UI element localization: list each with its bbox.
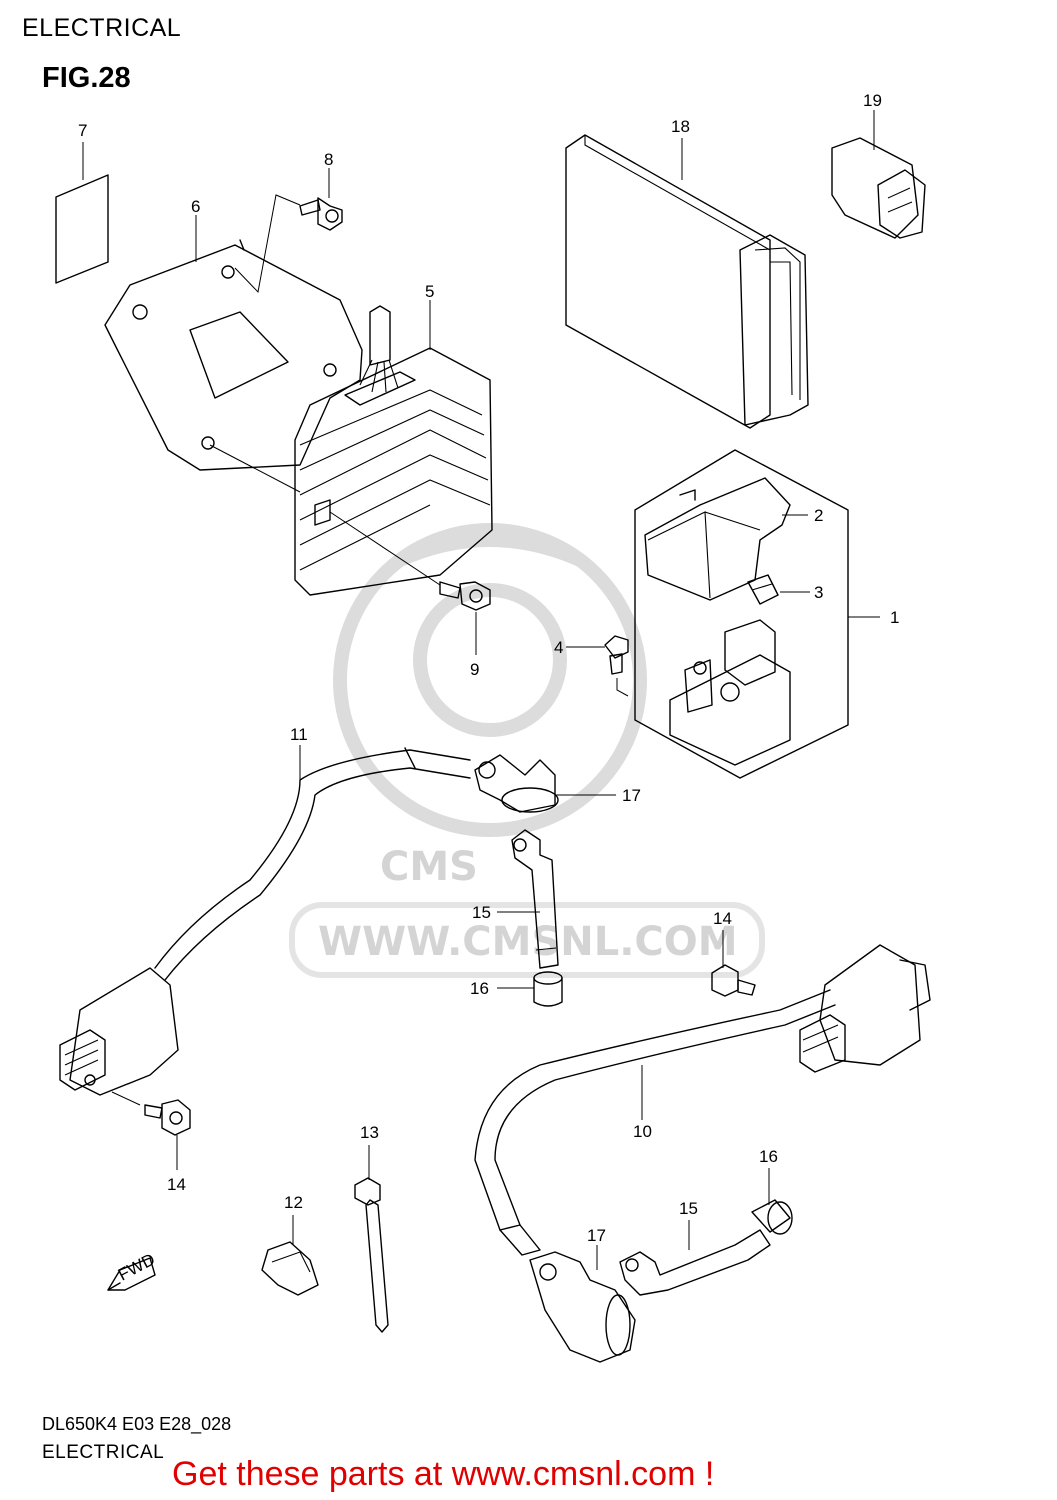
callout-12: 12 bbox=[284, 1193, 303, 1212]
part-2-relay-cover[interactable] bbox=[644, 477, 791, 601]
callout-15-upper: 15 bbox=[472, 903, 491, 922]
callout-7: 7 bbox=[78, 121, 87, 140]
cta-link[interactable]: Get these parts at www.cmsnl.com ! bbox=[172, 1455, 715, 1493]
callout-4: 4 bbox=[554, 638, 563, 657]
part-18-ecm[interactable] bbox=[565, 134, 809, 429]
callout-1: 1 bbox=[890, 608, 899, 627]
callout-3: 3 bbox=[814, 583, 823, 602]
callout-2: 2 bbox=[814, 506, 823, 525]
callout-11: 11 bbox=[290, 725, 308, 744]
callout-14-left: 14 bbox=[167, 1175, 186, 1194]
callout-10: 10 bbox=[633, 1122, 652, 1141]
part-7-label[interactable] bbox=[55, 174, 109, 284]
relay-body bbox=[669, 619, 791, 766]
watermark-logo: CMS bbox=[380, 844, 478, 890]
part-16-seal-lower[interactable] bbox=[751, 1199, 793, 1235]
part-14-bolt-right[interactable] bbox=[711, 964, 756, 997]
part-16-seal-upper[interactable] bbox=[533, 971, 563, 1007]
callout-labels: 1 2 3 4 5 6 7 8 9 10 11 12 13 14 14 15 1… bbox=[78, 91, 899, 1245]
fwd-arrow-icon bbox=[107, 1257, 156, 1291]
part-12-clamp[interactable] bbox=[261, 1241, 319, 1296]
callout-8: 8 bbox=[324, 150, 333, 169]
watermark: CMS WWW.CMSNL.COM bbox=[289, 523, 765, 978]
part-10-ignition-coil[interactable] bbox=[474, 944, 931, 1256]
callout-16-upper: 16 bbox=[470, 979, 489, 998]
callout-14-right: 14 bbox=[713, 909, 732, 928]
diagram-code: DL650K4 E03 E28_028 bbox=[42, 1414, 232, 1434]
callout-13: 13 bbox=[360, 1123, 379, 1142]
part-19-connector[interactable] bbox=[831, 137, 926, 239]
callout-9: 9 bbox=[470, 660, 479, 679]
part-11-ignition-coil[interactable] bbox=[59, 747, 471, 1096]
footer-label: ELECTRICAL bbox=[42, 1442, 165, 1463]
part-9-bolt[interactable] bbox=[439, 581, 491, 611]
callout-17-lower: 17 bbox=[587, 1226, 606, 1245]
part-15-cap-tube-lower[interactable] bbox=[619, 1229, 771, 1296]
callout-17-upper: 17 bbox=[622, 786, 641, 805]
part-8-bolt[interactable] bbox=[299, 197, 343, 231]
page-title: ELECTRICAL bbox=[22, 14, 182, 42]
callout-16-lower: 16 bbox=[759, 1147, 778, 1166]
part-17-plug-cap-lower[interactable] bbox=[529, 1251, 636, 1363]
callout-18: 18 bbox=[671, 117, 690, 136]
part-3-fuse[interactable] bbox=[747, 574, 779, 605]
fwd-label: FWD bbox=[115, 1250, 158, 1285]
part-4-screw[interactable] bbox=[604, 635, 629, 675]
part-1-relay-assembly[interactable] bbox=[634, 449, 849, 779]
part-13-cable-tie[interactable] bbox=[354, 1177, 389, 1333]
callout-5: 5 bbox=[425, 282, 434, 301]
leader-lines bbox=[82, 110, 880, 1270]
watermark-text: WWW.CMSNL.COM bbox=[318, 919, 738, 965]
part-14-bolt-left[interactable] bbox=[144, 1099, 191, 1136]
part-17-plug-cap-upper[interactable] bbox=[474, 754, 559, 813]
callout-19: 19 bbox=[863, 91, 882, 110]
callout-6: 6 bbox=[191, 197, 200, 216]
callout-15-lower: 15 bbox=[679, 1199, 698, 1218]
part-5-regulator[interactable] bbox=[294, 305, 493, 596]
figure-title: FIG.28 bbox=[42, 62, 131, 94]
part-15-cap-tube-upper[interactable] bbox=[511, 829, 559, 969]
